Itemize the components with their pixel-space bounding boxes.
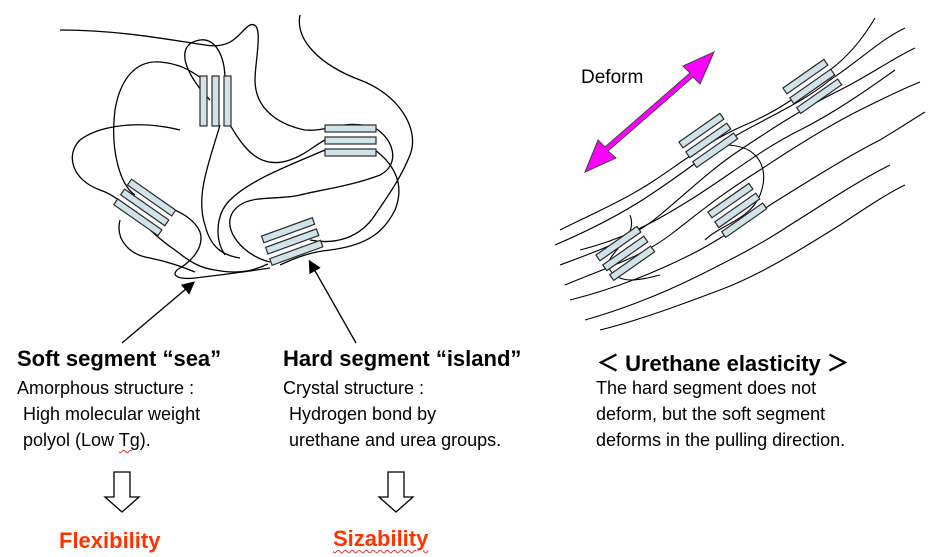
hard-segment-block [260,216,316,244]
hard-segment-block [713,192,761,229]
hard-segment-block [324,148,377,157]
spellcheck-flagged-word: Tg [118,430,140,450]
hard-segment-bundles [112,75,377,267]
soft-segment-line2: High molecular weight [23,404,201,424]
hard-segment-block [691,132,739,169]
flexibility-result: Flexibility [59,528,161,553]
hard-segment-block [199,75,208,127]
hard-segment-block [223,75,232,127]
hard-segment-block [112,198,163,237]
deform-label: Deform [581,67,644,88]
down-arrow-icon [377,471,415,513]
hard-segment-block [684,122,732,159]
hard-segment-block [119,188,170,227]
hard-segment-pointer-arrow [308,259,357,344]
sizability-result: Sizability [333,526,429,551]
deform-double-arrow-icon [584,51,715,173]
hard-segment-line2: Hydrogen bond by [289,404,437,424]
soft-segment-pointer-arrow [121,281,195,344]
soft-segment-chains [59,14,414,280]
elasticity-line3: deforms in the pulling direction. [596,430,846,450]
hard-segment-block [678,112,725,149]
stretched-hard-segments [595,58,843,282]
hard-segment-block [324,136,377,145]
soft-segment-line3: polyol (Low Tg). [23,427,151,453]
hard-segment-block [268,239,324,267]
hard-segment-block [608,245,656,282]
soft-segment-line3-end: ). [139,430,151,450]
hard-segment-block [324,124,377,133]
hard-segment-block [707,182,754,219]
elasticity-line2: deform, but the soft segment [596,404,826,424]
hard-segment-block [601,235,649,272]
hard-segment-block [788,68,836,105]
hard-segment-block [211,75,220,127]
urethane-elasticity-title: ＜ Urethane elasticity ＞ [597,351,849,376]
hard-segment-line3: urethane and urea groups. [289,430,502,450]
hard-segment-block [795,78,843,115]
soft-segment-title: Soft segment “sea” [17,346,222,371]
hard-segment-block [126,178,177,217]
hard-segment-line1: Crystal structure : [283,378,425,398]
hard-segment-title: Hard segment “island” [283,346,522,371]
hard-segment-block [720,202,768,239]
soft-segment-line1: Amorphous structure : [17,378,195,398]
elasticity-line1: The hard segment does not [596,378,817,398]
soft-segment-line3-main: polyol (Low [23,430,119,450]
hard-segment-block [782,58,829,95]
hard-segment-block [264,228,320,255]
hard-segment-block [595,225,642,262]
down-arrow-icon [103,471,141,513]
